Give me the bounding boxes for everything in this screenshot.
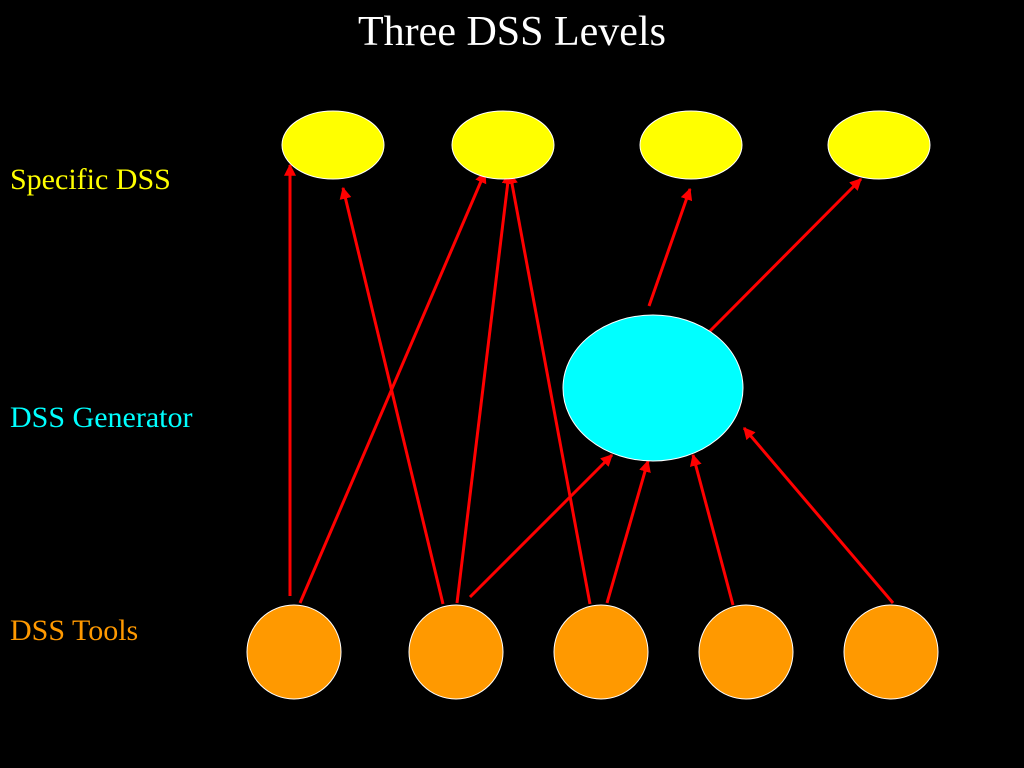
node-tool-1	[246, 604, 342, 700]
arrow-tool-2-to-specific-1	[339, 186, 445, 605]
node-tool-4	[698, 604, 794, 700]
node-specific-4	[827, 110, 931, 180]
arrow-generator-1-to-specific-3	[647, 187, 693, 307]
level-label-specific-dss: Specific DSS	[10, 163, 171, 196]
arrow-tool-5-to-generator-1	[742, 427, 895, 604]
arrow-tool-3-to-generator-1	[605, 459, 651, 604]
node-tool-3	[553, 604, 649, 700]
node-specific-3	[639, 110, 743, 180]
arrow-tool-2-to-specific-2	[455, 171, 514, 604]
node-tool-2	[408, 604, 504, 700]
node-tool-5	[843, 604, 939, 700]
slide-title: Three DSS Levels	[358, 9, 666, 55]
arrow-tool-1-to-specific-2	[298, 170, 487, 604]
arrow-generator-1-to-specific-4	[708, 177, 863, 333]
arrow-tool-4-to-generator-1	[689, 453, 735, 606]
arrow-tool-2-to-generator-1	[468, 453, 614, 599]
level-label-dss-tools: DSS Tools	[10, 614, 139, 647]
arrow-tool-3-to-specific-2	[506, 171, 592, 605]
node-specific-2	[451, 110, 555, 180]
node-generator-1	[562, 314, 744, 462]
node-specific-1	[281, 110, 385, 180]
level-label-dss-generator: DSS Generator	[10, 401, 193, 434]
